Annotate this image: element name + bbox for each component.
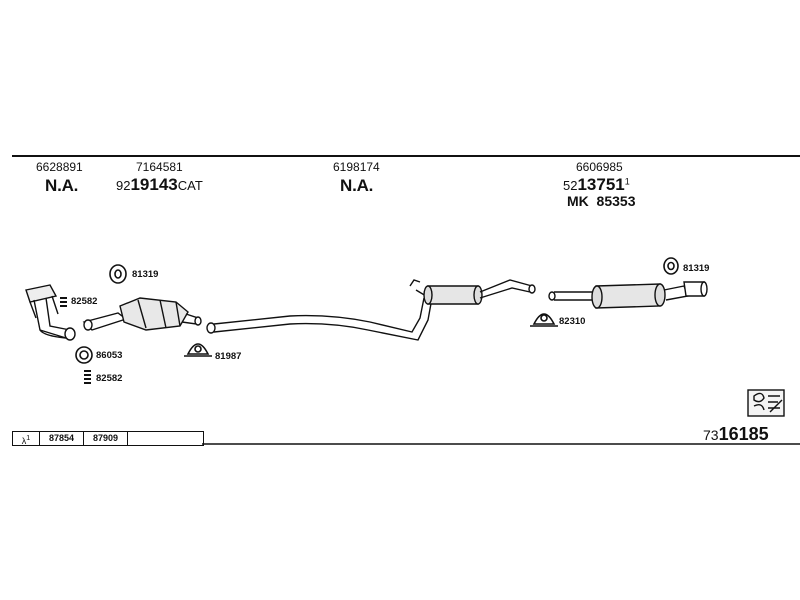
- column-ref-1: 6628891: [36, 160, 83, 174]
- lambda-sup: 1: [26, 435, 31, 442]
- lambda-symbol: λ: [21, 436, 27, 446]
- hanger-icon: [109, 264, 127, 284]
- column-ref-2: 7164581: [136, 160, 183, 174]
- middle-pipe: [206, 297, 433, 341]
- legend-table: λ1 87854 87909: [12, 431, 204, 446]
- catalytic-converter: [82, 297, 202, 331]
- column-note-2-suffix: CAT: [177, 178, 203, 193]
- part-label-bolt-front-2: 82582: [96, 373, 123, 384]
- column-note-4: 52137511: [563, 175, 630, 195]
- column-ref-3: 6198174: [333, 160, 380, 174]
- front-down-pipe: [25, 284, 76, 341]
- part-label-bolt-front-1: 82582: [71, 296, 98, 307]
- legend-lambda-cell: λ1: [13, 432, 40, 446]
- set-number-main: 16185: [718, 424, 769, 444]
- part-label-gasket-ring: 86053: [96, 350, 123, 361]
- column-ref-4: 6606985: [576, 160, 623, 174]
- part-label-clamp-rear: 82310: [559, 316, 586, 327]
- column-note-4-line2: MK 85353: [567, 193, 636, 209]
- bolt-icon: [60, 297, 67, 307]
- part-label-hanger-front: 81319: [132, 269, 159, 280]
- clamp-icon: [184, 343, 212, 357]
- column-note-4-prefix: 52: [563, 178, 578, 193]
- legend-cell-2: 87909: [84, 432, 128, 445]
- legend-cell-1: 87854: [40, 432, 84, 445]
- column-note-4-sup: 1: [624, 176, 630, 187]
- instruction-sheet-icon: [747, 389, 785, 417]
- column-note-4-main: 13751: [577, 175, 625, 194]
- center-silencer: [409, 279, 536, 305]
- set-number: 7316185: [703, 424, 769, 445]
- gasket-ring-icon: [75, 346, 93, 364]
- column-note-2-prefix: 92: [116, 178, 131, 193]
- column-note-1: N.A.: [45, 176, 79, 195]
- hanger-icon: [663, 257, 679, 275]
- set-number-prefix: 73: [703, 427, 719, 443]
- column-note-3: N.A.: [340, 176, 374, 195]
- bolt-icon: [84, 370, 91, 384]
- legend-cell-3: [128, 432, 203, 445]
- part-label-hanger-rear: 81319: [683, 263, 710, 274]
- column-note-2: 9219143CAT: [116, 175, 203, 195]
- part-label-clamp-mid: 81987: [215, 351, 242, 362]
- clamp-icon: [530, 313, 558, 327]
- column-note-2-main: 19143: [130, 175, 178, 194]
- rear-silencer: [548, 281, 708, 309]
